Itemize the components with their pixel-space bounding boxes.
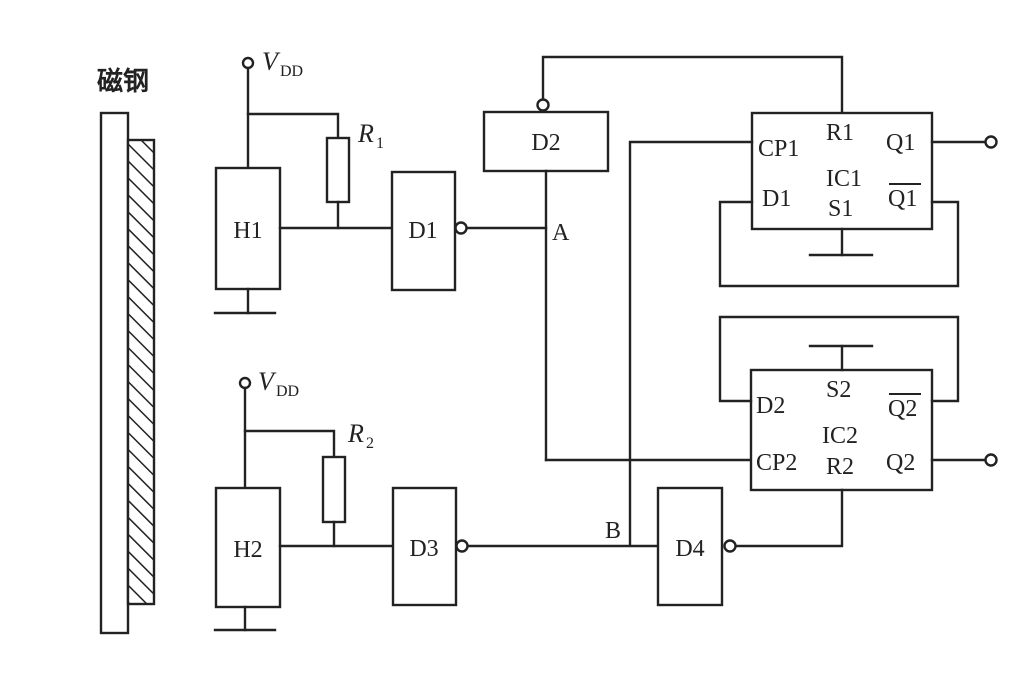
hall-sensor-h2 (214, 486, 282, 609)
gate-d2 (482, 110, 610, 173)
ic2-q-label: Q2 (886, 450, 915, 476)
gate-d3 (391, 486, 458, 607)
d1-inverter-bubble (454, 221, 468, 235)
ic2-cp-label: CP2 (756, 450, 797, 476)
ic2-body (749, 368, 934, 492)
ic1-name: IC1 (826, 166, 862, 192)
r1-sub: 1 (376, 135, 384, 152)
q1-terminal (984, 135, 998, 149)
d2-block: D2 (482, 55, 844, 462)
ic1-cp-label: CP1 (758, 136, 799, 162)
vdd-sub-1: DD (280, 63, 303, 80)
vdd-terminal-1 (241, 56, 255, 70)
vdd-label-1: V (262, 47, 281, 76)
ic1-s-label: S1 (828, 196, 853, 222)
upper-channel: V DD R 1 H1 D1 A (213, 47, 570, 315)
gate-d4 (656, 486, 724, 607)
d2-label: D2 (531, 130, 560, 156)
r1-supply-wire (246, 112, 340, 140)
ic1: CP1 R1 Q1 IC1 D1 S1 Q1 (628, 111, 998, 547)
gate-d1 (390, 170, 457, 292)
r2-supply-wire (243, 429, 336, 459)
node-b-label: B (605, 518, 621, 544)
q2-terminal (984, 453, 998, 467)
ic1-d-label: D1 (762, 186, 791, 212)
r1-feedback-wire (541, 55, 844, 115)
d4-label: D4 (675, 536, 704, 562)
magnet (99, 111, 156, 635)
ic2-r-label: R2 (826, 454, 854, 480)
lower-channel: V DD R 2 H2 D3 B D4 (213, 367, 844, 632)
ic1-feedback-loop (718, 200, 960, 288)
d3-inverter-bubble (455, 539, 469, 553)
d3-label: D3 (409, 536, 438, 562)
ic2-d-label: D2 (756, 393, 785, 419)
node-a-label: A (552, 220, 570, 246)
magnet-bar (99, 111, 130, 635)
ic2-feedback-loop (718, 315, 960, 403)
h2-label: H2 (233, 537, 262, 563)
ic1-q-label: Q1 (886, 130, 915, 156)
r2-label: R (347, 419, 364, 448)
ic2-qbar-label: Q2 (888, 396, 917, 422)
cp1-input-wire (628, 140, 754, 547)
vdd-label-2: V (258, 367, 277, 396)
ic2-name: IC2 (822, 423, 858, 449)
vdd-sub-2: DD (276, 383, 299, 400)
r1-label: R (357, 119, 374, 148)
d2-inverter-bubble (536, 98, 550, 112)
r2 (321, 455, 347, 524)
d4-inverter-bubble (723, 539, 737, 553)
magnet-label: 磁钢 (97, 66, 149, 97)
r2-sub: 2 (366, 435, 374, 452)
vdd-terminal-2 (238, 376, 252, 390)
r1 (325, 136, 351, 204)
d1-label: D1 (408, 218, 437, 244)
magnet-pole (126, 138, 156, 606)
r2-reset-wire (734, 488, 844, 548)
ic2-s-label: S2 (826, 377, 851, 403)
ic1-qbar-label: Q1 (888, 186, 917, 212)
ic2: D2 S2 Q2 IC2 CP2 R2 Q2 (718, 315, 998, 492)
h1-label: H1 (233, 218, 262, 244)
ic1-r-label: R1 (826, 120, 854, 146)
